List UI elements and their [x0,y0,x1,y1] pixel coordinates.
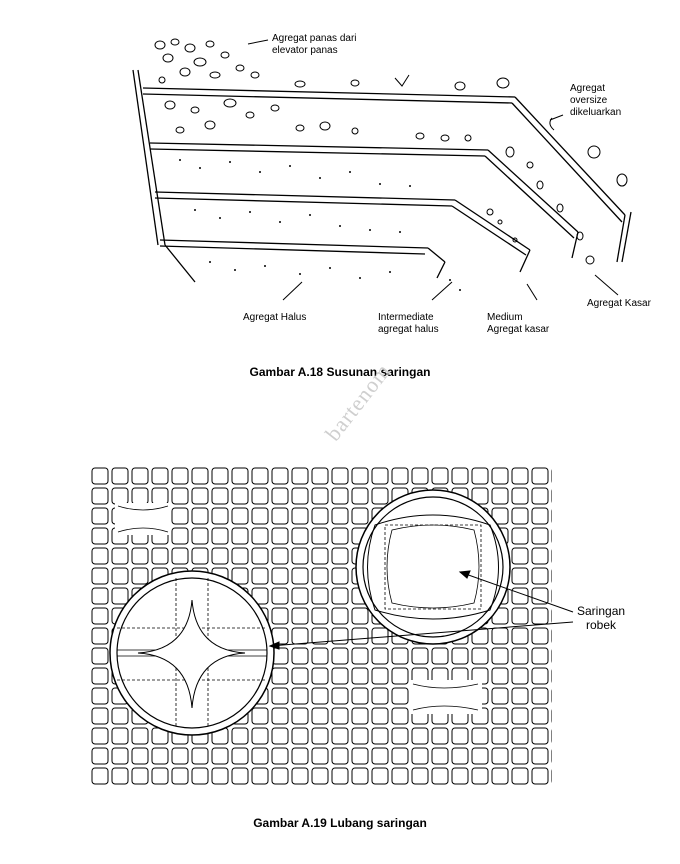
screen-decks [132,69,632,283]
fine-particles [179,159,461,291]
label-medium-aggregate: Medium Agregat kasar [487,312,550,335]
label-arrows [247,39,619,301]
magnifier-left [109,570,275,736]
label-fine-aggregate: Agregat Halus [243,312,307,323]
caption-figure-a18: Gambar A.18 Susunan saringan [249,365,431,379]
label-oversize: Agregat oversize dikeluarkan [570,83,622,118]
aggregate-stones [154,38,628,265]
label-hot-aggregate: Agregat panas dari elevator panas [272,33,357,56]
caption-figure-a19: Gambar A.19 Lubang saringan [253,816,427,830]
label-intermediate-aggregate: Intermediate agregat halus [378,312,439,335]
torn-label-arrows [268,570,574,650]
tear-cross [137,599,246,709]
label-coarse-aggregate: Agregat Kasar [587,298,651,309]
label-torn-screen: Saringan robek [577,604,626,632]
magnifier-right [355,489,511,645]
